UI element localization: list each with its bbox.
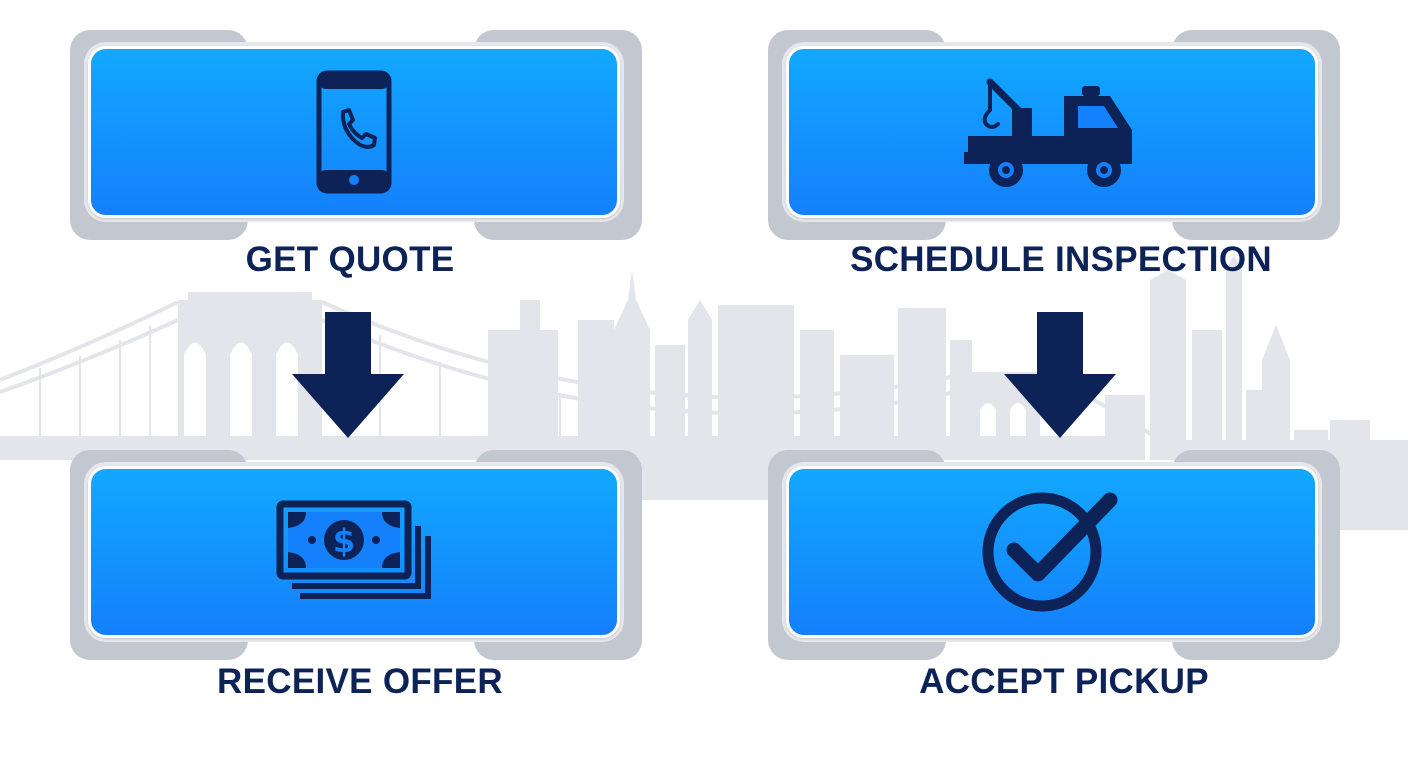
check-circle-icon <box>982 492 1118 612</box>
tow-truck-icon <box>964 78 1132 187</box>
svg-text:$: $ <box>333 522 355 560</box>
step-card <box>88 46 620 218</box>
step-label: ACCEPT PICKUP <box>919 662 1209 701</box>
step-receive-offer: $ <box>70 450 642 662</box>
arrow-down-icon <box>292 312 404 438</box>
smartphone-icon <box>316 70 392 194</box>
step-card <box>786 466 1318 638</box>
step-accept-pickup <box>768 450 1340 662</box>
step-label: SCHEDULE INSPECTION <box>850 240 1272 279</box>
step-card: $ <box>88 466 620 638</box>
step-schedule-inspection <box>768 30 1340 242</box>
step-label: GET QUOTE <box>245 240 455 279</box>
step-card <box>786 46 1318 218</box>
step-label: RECEIVE OFFER <box>217 662 503 701</box>
cash-stack-icon: $ <box>276 500 431 599</box>
step-get-quote <box>70 30 642 242</box>
arrow-down-icon <box>1004 312 1116 438</box>
